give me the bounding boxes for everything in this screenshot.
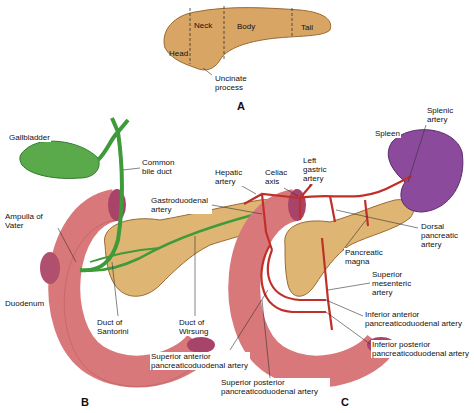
anatomy-label: Spleen bbox=[374, 129, 401, 138]
anatomy-label: Dorsal pancreatic artery bbox=[420, 222, 466, 250]
label-holder: Common bile duct bbox=[141, 158, 177, 178]
anatomy-label: Celiac axis bbox=[264, 168, 294, 186]
label-holder: Hepatic artery bbox=[214, 168, 250, 188]
label-holder: Gastroduodenal artery bbox=[150, 196, 212, 216]
label-holder: Superior posterior pancreaticoduodenal a… bbox=[220, 378, 330, 398]
label-holder: Dorsal pancreatic artery bbox=[420, 222, 466, 251]
label-holder: Spleen bbox=[374, 122, 401, 140]
superior-mesenteric-artery bbox=[322, 238, 332, 330]
anterior-arcade bbox=[268, 250, 326, 300]
label-holder: Duct of Santorini bbox=[96, 318, 140, 338]
leader-line bbox=[336, 210, 418, 228]
leader-line bbox=[262, 300, 270, 378]
label-holder: Inferior posterior pancreaticoduodenal a… bbox=[371, 340, 471, 360]
label-holder: Gallbladder bbox=[8, 126, 51, 144]
label-holder: Head bbox=[168, 42, 189, 60]
pancreatic-magna bbox=[365, 200, 368, 226]
label-holder: Splenic artery bbox=[426, 106, 466, 126]
leader-line bbox=[195, 236, 196, 316]
leader-line bbox=[203, 68, 212, 75]
label-holder: Duodenum bbox=[4, 292, 45, 310]
label-holder: A bbox=[236, 96, 246, 114]
label-holder: Left gastric artery bbox=[302, 156, 332, 185]
leader-line bbox=[123, 168, 140, 170]
leader-line bbox=[242, 186, 256, 194]
anatomy-label: Splenic artery bbox=[426, 106, 466, 124]
anatomy-label: Superior anterior pancreaticoduodenal ar… bbox=[150, 352, 250, 370]
accessory-duct bbox=[90, 248, 160, 262]
gastroduodenal-artery bbox=[262, 194, 272, 250]
leader-line bbox=[408, 125, 426, 182]
label-holder: Uncinate process bbox=[214, 74, 256, 94]
anatomy-label: Gastroduodenal artery bbox=[150, 196, 212, 214]
label-holder: Superior anterior pancreaticoduodenal ar… bbox=[150, 352, 250, 372]
panel-letter: A bbox=[236, 100, 246, 113]
label-holder: Superior mesenteric artery bbox=[371, 270, 419, 299]
label-holder: Pancreatic magna bbox=[344, 248, 390, 268]
anatomy-label: Gallbladder bbox=[8, 133, 51, 142]
hepatic-artery bbox=[244, 194, 300, 204]
anatomy-label: Tail bbox=[300, 23, 314, 32]
dorsal-pancreatic-artery bbox=[330, 196, 335, 222]
anatomy-label: Uncinate process bbox=[214, 74, 256, 92]
artery-tree bbox=[244, 176, 412, 330]
leader-line bbox=[212, 205, 262, 214]
bile-duct bbox=[80, 118, 128, 270]
anatomy-label: Neck bbox=[193, 21, 213, 30]
leader-line bbox=[58, 228, 76, 262]
label-holder: Tail bbox=[300, 16, 314, 34]
label-holder: C bbox=[340, 392, 350, 410]
anatomy-label: Head bbox=[168, 49, 189, 58]
posterior-arcade bbox=[261, 245, 326, 312]
pancreas-outline bbox=[164, 8, 331, 70]
anatomy-label: Left gastric artery bbox=[302, 156, 332, 184]
label-holder: Duct of Wirsung bbox=[178, 318, 222, 338]
anatomy-label: Duct of Wirsung bbox=[178, 318, 222, 336]
gallbladder bbox=[20, 141, 99, 178]
division-line bbox=[224, 6, 225, 60]
leader-line bbox=[230, 290, 268, 350]
anatomy-label: Superior posterior pancreaticoduodenal a… bbox=[220, 378, 330, 396]
division-line bbox=[292, 8, 293, 38]
leader-line bbox=[284, 188, 298, 196]
leader-line bbox=[343, 220, 366, 250]
panel-letter: B bbox=[80, 396, 90, 409]
leader-line bbox=[326, 300, 363, 316]
anatomy-label: Superior mesenteric artery bbox=[371, 270, 419, 298]
label-holder: Neck bbox=[193, 14, 213, 32]
anatomy-label: Ampulla of Vater bbox=[4, 212, 44, 230]
division-line bbox=[190, 8, 191, 64]
celiac-trunk bbox=[299, 198, 301, 220]
anatomy-label: Pancreatic magna bbox=[344, 248, 390, 266]
label-holder: Body bbox=[236, 15, 256, 33]
anatomy-label: Inferior posterior pancreaticoduodenal a… bbox=[371, 340, 471, 358]
anatomy-label: Duodenum bbox=[4, 299, 45, 308]
duodenum-opening bbox=[187, 337, 215, 353]
anatomy-label: Hepatic artery bbox=[214, 168, 250, 186]
leader-line bbox=[328, 283, 370, 290]
anatomy-label: Common bile duct bbox=[141, 158, 177, 176]
label-holder: Ampulla of Vater bbox=[4, 212, 44, 232]
label-holder: Inferior anterior pancreaticoduodenal ar… bbox=[364, 310, 472, 330]
label-holder: B bbox=[80, 392, 90, 410]
anatomy-label: Duct of Santorini bbox=[96, 318, 140, 336]
label-holder: Celiac axis bbox=[264, 168, 294, 188]
leader-line bbox=[112, 262, 118, 316]
spleen bbox=[388, 130, 463, 212]
duodenum-cutaway bbox=[40, 252, 60, 284]
anatomy-label: Body bbox=[236, 22, 256, 31]
anatomy-label: Inferior anterior pancreaticoduodenal ar… bbox=[364, 310, 472, 328]
panel-letter: C bbox=[340, 396, 350, 409]
